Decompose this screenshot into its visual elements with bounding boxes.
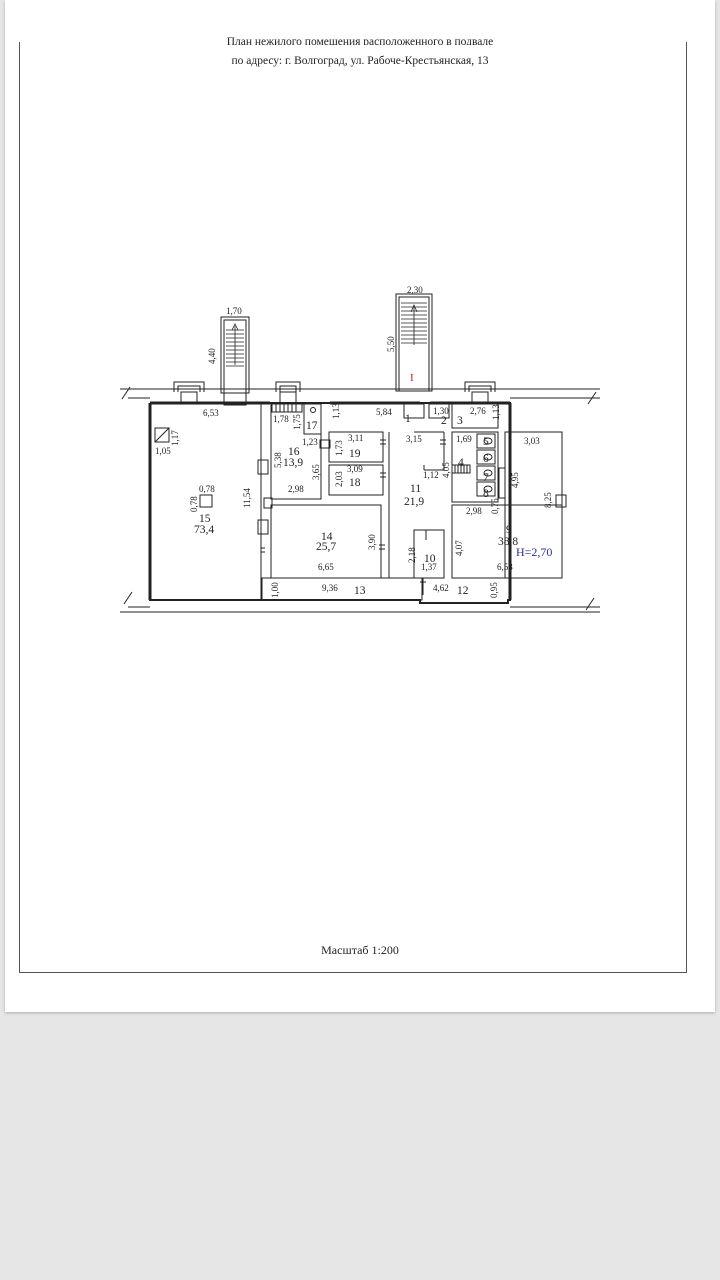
room-number-7: 7 <box>483 472 489 484</box>
dim-label: 1,75 <box>292 414 302 430</box>
room-number-8: 8 <box>483 488 489 500</box>
dimension-labels: 1,70 2,30 6,53 1,05 0,78 1,78 1,23 2,98 … <box>155 285 540 593</box>
room-number-13: 13 <box>354 585 366 597</box>
dim-label: 2,98 <box>288 484 304 494</box>
drawing-frame <box>19 42 687 973</box>
dim-label: 1,69 <box>456 434 472 444</box>
room-number-12: 12 <box>457 585 469 597</box>
dim-label: 3,15 <box>406 434 422 444</box>
dim-label: 1,12 <box>423 470 439 480</box>
room-number-19: 19 <box>349 448 361 460</box>
dim-label: 2,18 <box>407 547 417 563</box>
dim-label: 1,00 <box>270 582 280 598</box>
document-sheet <box>5 0 715 1012</box>
room-number-6: 6 <box>483 453 489 465</box>
room-number-16: 16 <box>288 446 300 458</box>
room-number-10: 10 <box>424 553 436 565</box>
scale-label: Масштаб 1:200 <box>321 943 399 957</box>
room-number-2: 2 <box>441 415 447 427</box>
dim-label: 3,03 <box>524 436 540 446</box>
dim-label: 1,37 <box>421 562 437 572</box>
dim-label: 11,54 <box>242 488 252 508</box>
dim-label: 2,76 <box>470 406 486 416</box>
dim-label: 4,07 <box>454 540 464 556</box>
dim-label: 1,23 <box>302 437 318 447</box>
room-number-11: 11 <box>410 483 421 495</box>
dim-label: 1,30 <box>433 406 449 416</box>
dim-label: 3,90 <box>367 534 377 550</box>
dim-label: 6,53 <box>203 408 219 418</box>
dim-label: 9,36 <box>322 583 338 593</box>
dim-label: 5,84 <box>376 407 392 417</box>
dim-label: 0,75 <box>490 498 500 514</box>
dim-label: 0,95 <box>489 582 499 598</box>
dim-label: 2,03 <box>334 471 344 487</box>
dim-label: 0,78 <box>189 496 199 512</box>
dim-label: 4,05 <box>441 462 451 478</box>
dim-label: 5,38 <box>273 452 283 468</box>
dim-label: 5,50 <box>386 336 396 352</box>
dim-label: 2,30 <box>407 285 423 295</box>
dim-label: 1,78 <box>273 414 289 424</box>
room-labels: 1 2 3 4 5 6 7 8 9 38,8 10 11 21,9 12 13 … <box>194 413 518 597</box>
room-area-16: 13,9 <box>283 457 303 469</box>
dim-label: 1,17 <box>170 430 180 446</box>
dim-label: 8,25 <box>543 492 553 508</box>
dim-label: 0,78 <box>199 484 215 494</box>
room-area-9: 38,8 <box>498 536 518 548</box>
room-number-3: 3 <box>457 415 463 427</box>
dim-label: 3,65 <box>311 464 321 480</box>
room-area-14: 25,7 <box>316 541 336 553</box>
room-number-5: 5 <box>483 436 489 448</box>
title-line-2: по адресу: г. Волгоград, ул. Рабоче-Крес… <box>231 55 489 67</box>
vertical-dimension-labels: 4,40 5,50 1,17 0,78 11,54 1,75 5,38 3,65… <box>170 336 553 598</box>
room-area-11: 21,9 <box>404 496 424 508</box>
room-number-18: 18 <box>349 477 361 489</box>
room-number-4: 4 <box>458 457 464 469</box>
title-line-1: План нежилого помещения расположенного в… <box>226 36 494 45</box>
room-number-14: 14 <box>321 531 333 543</box>
dim-label: 1,05 <box>155 446 171 456</box>
room-number-17: 17 <box>306 420 318 432</box>
room-area-15: 73,4 <box>194 524 214 536</box>
room-number-9: 9 <box>506 524 512 536</box>
dim-label: 3,11 <box>348 433 363 443</box>
dim-label: 6,53 <box>497 562 513 572</box>
dim-label: 1,73 <box>334 440 344 456</box>
dim-label: 2,98 <box>466 506 482 516</box>
dim-label: 1,13 <box>491 404 501 420</box>
dim-label: 4,95 <box>510 472 520 488</box>
room-number-1: 1 <box>405 413 411 425</box>
ceiling-height-label: Н=2,70 <box>516 545 552 559</box>
room-number-15: 15 <box>199 513 211 525</box>
dim-label: 4,40 <box>207 348 217 364</box>
dim-label: 6,65 <box>318 562 334 572</box>
dim-label: 4,62 <box>433 583 449 593</box>
stair-marker-label: I <box>410 372 414 384</box>
dim-label: 3,09 <box>347 464 363 474</box>
dim-label: 1,70 <box>226 306 242 316</box>
dim-label: 1,13 <box>331 403 341 419</box>
